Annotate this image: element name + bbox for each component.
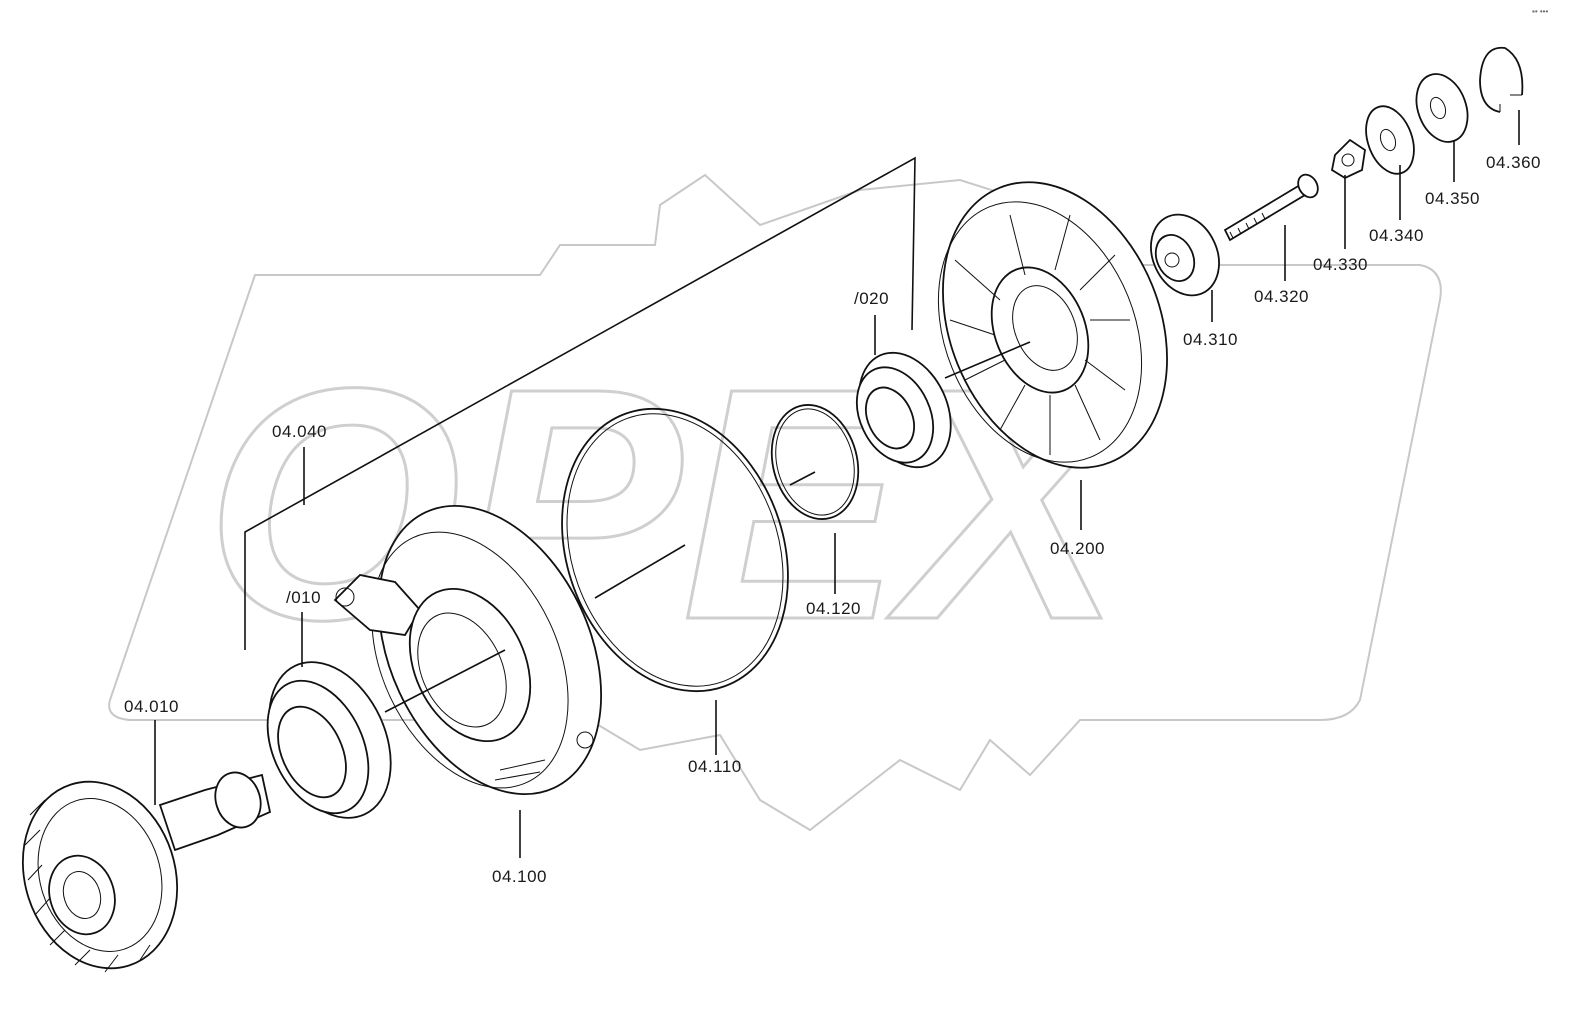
part-020-bearing	[855, 351, 952, 469]
part-04-360-circlip	[1479, 46, 1524, 113]
corner-mark: ▪• •••	[1532, 7, 1548, 16]
callout-010: /010	[286, 588, 321, 607]
callout-04-340: 04.340	[1369, 226, 1424, 245]
part-04-330-lock-washer	[1330, 138, 1366, 180]
callout-04-110: 04.110	[688, 757, 742, 776]
part-04-010-gear-shaft	[21, 771, 272, 973]
callout-04-350: 04.350	[1425, 189, 1480, 208]
part-010-bearing	[266, 661, 392, 819]
callout-04-200: 04.200	[1050, 539, 1105, 558]
leader-lines	[154, 110, 1520, 858]
part-04-350-disc	[1415, 73, 1469, 143]
part-04-100-housing	[333, 505, 602, 795]
callout-04-330: 04.330	[1313, 255, 1368, 274]
callout-labels: 04.010 /010 04.040 04.100 04.110 04.120 …	[124, 153, 1541, 886]
part-04-200-impeller	[937, 181, 1168, 469]
part-04-120-snap-ring	[770, 404, 860, 520]
callout-04-100: 04.100	[492, 867, 547, 886]
callout-04-320: 04.320	[1254, 287, 1309, 306]
part-04-110-oring	[561, 407, 789, 693]
callout-04-010: 04.010	[124, 697, 179, 716]
callout-04-040: 04.040	[272, 422, 327, 441]
callout-020: /020	[854, 289, 889, 308]
part-04-310-nut	[1150, 213, 1220, 297]
callout-04-310: 04.310	[1183, 330, 1238, 349]
part-04-320-bolt	[1223, 173, 1319, 242]
callout-04-120: 04.120	[806, 599, 861, 618]
callout-04-360: 04.360	[1486, 153, 1541, 172]
part-04-340-washer	[1365, 105, 1415, 175]
watermark-gear	[108, 173, 1442, 832]
